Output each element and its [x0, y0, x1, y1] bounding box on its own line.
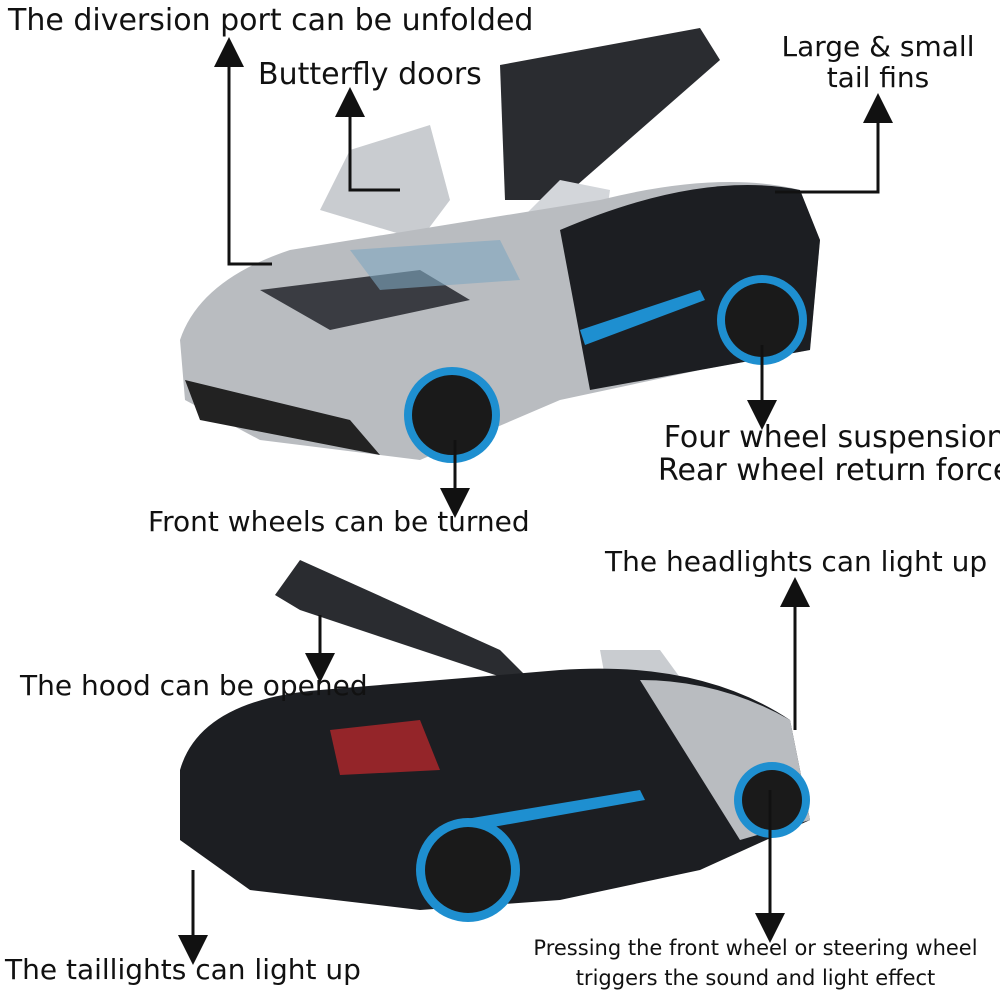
arrow-tail-fins [775, 93, 893, 194]
label-tail-fins-line2: tail fins [826, 60, 930, 94]
windshield [350, 240, 520, 290]
label-tail-fins: Large & small tail fins [778, 30, 978, 94]
raised-tail-wing [500, 28, 720, 200]
open-left-door [320, 125, 450, 240]
front-wheel [734, 762, 810, 838]
label-butterfly-doors: Butterfly doors [258, 57, 482, 92]
label-sound-line2: triggers the sound and light effect [575, 966, 936, 991]
label-taillights: The taillights can light up [5, 953, 361, 986]
bottom-car-rear-view [180, 560, 810, 922]
car-body-black-livery [180, 668, 810, 910]
label-sound-line1: Pressing the front wheel or steering whe… [533, 936, 978, 960]
front-wheel [404, 367, 500, 463]
label-suspension: Four wheel suspension Rear wheel return … [658, 421, 1000, 487]
label-tail-fins-line1: Large & small [781, 30, 975, 63]
rear-wheel [416, 818, 520, 922]
label-suspension-line2: Rear wheel return force [658, 453, 1000, 488]
top-car-front-view [180, 28, 820, 463]
callout-arrows [178, 37, 893, 965]
raised-hood-wing [275, 560, 540, 690]
label-headlights: The headlights can light up [605, 545, 988, 578]
arrow-diversion-port [214, 37, 272, 266]
rear-wheel [717, 275, 807, 365]
engine-bay [330, 720, 440, 775]
front-grille [185, 380, 380, 455]
label-diversion-port: The diversion port can be unfolded [8, 3, 534, 38]
arrow-butterfly-doors [335, 87, 400, 192]
label-hood: The hood can be opened [20, 669, 368, 702]
label-suspension-line1: Four wheel suspension [663, 420, 1000, 455]
label-sound-light: Pressing the front wheel or steering whe… [513, 933, 998, 994]
label-front-wheels: Front wheels can be turned [148, 505, 530, 538]
